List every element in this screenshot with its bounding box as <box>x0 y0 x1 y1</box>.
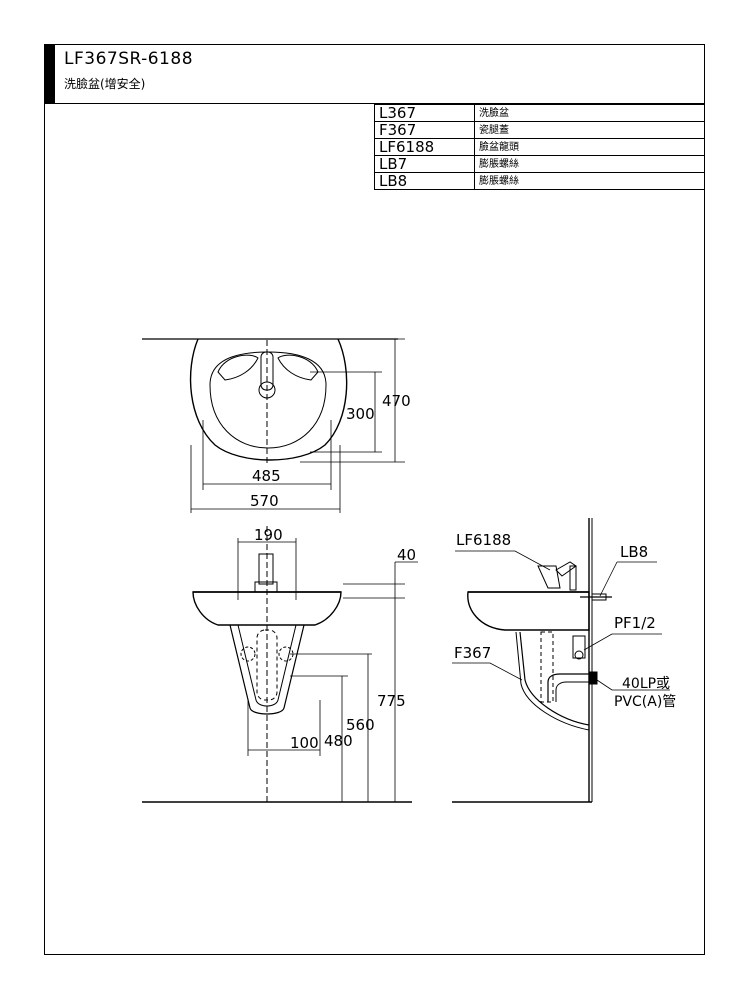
p-trap-inner <box>555 681 589 702</box>
soap-recess-right <box>277 354 319 381</box>
basin-outline-top <box>189 338 348 461</box>
supply-left <box>240 646 256 662</box>
dim-drain-height: 560 <box>346 716 375 734</box>
label-valve: PF1/2 <box>614 614 656 632</box>
dim-height: 775 <box>377 692 406 710</box>
drawing-sheet-frame <box>44 44 705 955</box>
table-row: F367 瓷腿蓋 <box>374 121 705 139</box>
table-row: L367 洗臉盆 <box>374 104 705 122</box>
label-drain-line2: PVC(A)管 <box>614 694 676 710</box>
dim-hole-spacing: 190 <box>254 526 283 544</box>
label-faucet: LF6188 <box>456 531 511 549</box>
label-cover: F367 <box>454 644 491 662</box>
pedestal-side-outer <box>515 631 590 731</box>
p-trap <box>547 673 589 702</box>
label-bolt: LB8 <box>620 543 648 561</box>
dim-inner-width: 485 <box>252 467 281 485</box>
dim-inner-depth: 300 <box>346 405 375 423</box>
front-view <box>142 526 418 803</box>
table-row: LF6188 臉盆龍頭 <box>374 138 705 156</box>
basin-bowl-top <box>209 351 327 449</box>
soap-recess-left <box>217 354 259 381</box>
bolt-head <box>591 593 607 601</box>
parts-list-table: L367 洗臉盆 F367 瓷腿蓋 LF6188 臉盆龍頭 LB7 膨脹螺絲 L… <box>374 104 705 190</box>
basin-front <box>192 591 342 626</box>
title-block <box>44 44 705 104</box>
angle-valve <box>572 635 586 659</box>
faucet-front <box>258 553 274 585</box>
table-row: LB8 膨脹螺絲 <box>374 172 705 190</box>
dim-supply-height: 480 <box>324 732 353 750</box>
part-desc: 膨脹螺絲 <box>474 172 705 190</box>
faucet-body-side <box>569 565 577 591</box>
pedestal-side <box>519 631 590 726</box>
model-code: LF367SR-6188 <box>64 49 194 69</box>
faucet-handle-side <box>555 561 577 577</box>
side-view <box>452 518 670 803</box>
dim-supply-offset: 100 <box>290 734 319 752</box>
faucet-side <box>537 565 561 589</box>
pedestal-front <box>229 624 305 715</box>
faucet-base-front <box>254 581 278 593</box>
drain-wall-flange <box>588 671 598 685</box>
dim-rim: 40 <box>397 546 416 564</box>
title-accent-bar <box>44 44 55 104</box>
valve-knob <box>574 650 584 660</box>
dim-depth: 470 <box>382 392 411 410</box>
top-view <box>142 338 405 513</box>
label-drain-line1: 40LP或 <box>622 676 670 692</box>
dim-width: 570 <box>250 492 279 510</box>
model-name: 洗臉盆(增安全) <box>64 77 146 91</box>
basin-side <box>467 591 590 631</box>
drain-tail-side <box>540 631 554 703</box>
